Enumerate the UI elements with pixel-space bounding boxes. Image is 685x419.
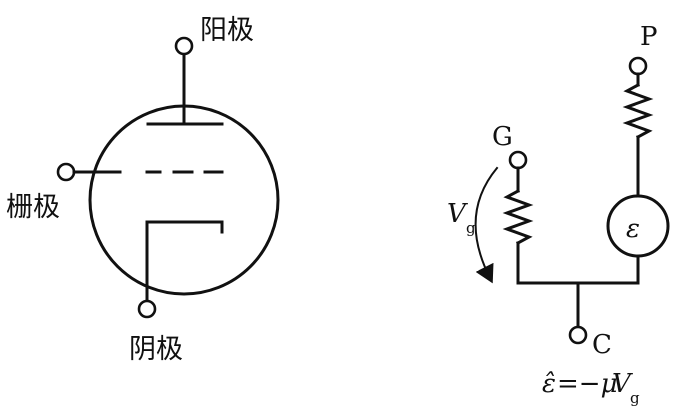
grid-voltage-arrow	[474, 166, 499, 284]
grid-label: 栅极	[6, 192, 60, 223]
equation-lhs: ε̂	[542, 369, 556, 399]
grid-terminal	[56, 162, 76, 182]
cathode-terminal	[137, 299, 157, 319]
equation-var: V	[612, 369, 633, 399]
grid-voltage-symbol: V	[447, 199, 468, 229]
grid-terminal	[508, 150, 528, 170]
tube-envelope	[88, 104, 280, 296]
equivalent-circuit: P ε G C V g ε̂ =−μ V g	[447, 22, 670, 407]
equation-subscript: g	[630, 389, 640, 407]
cathode-electrode	[145, 220, 224, 304]
grid-voltage-subscript: g	[466, 219, 476, 237]
triode-tube: 阳极 栅极 阴极	[6, 15, 280, 365]
cathode-label: 阴极	[129, 334, 183, 365]
equation-mid: =−μ	[557, 369, 617, 399]
plate-terminal-label: P	[640, 22, 658, 52]
cathode-terminal-label: C	[592, 330, 612, 360]
plate-terminal	[174, 36, 194, 56]
cathode-terminal	[568, 325, 588, 345]
plate-label: 阳极	[200, 15, 254, 46]
plate-resistor	[622, 82, 654, 140]
plate-terminal	[628, 56, 648, 76]
grid-terminal-label: G	[492, 122, 513, 152]
source-symbol: ε	[626, 214, 640, 244]
grid-resistor	[502, 188, 534, 246]
